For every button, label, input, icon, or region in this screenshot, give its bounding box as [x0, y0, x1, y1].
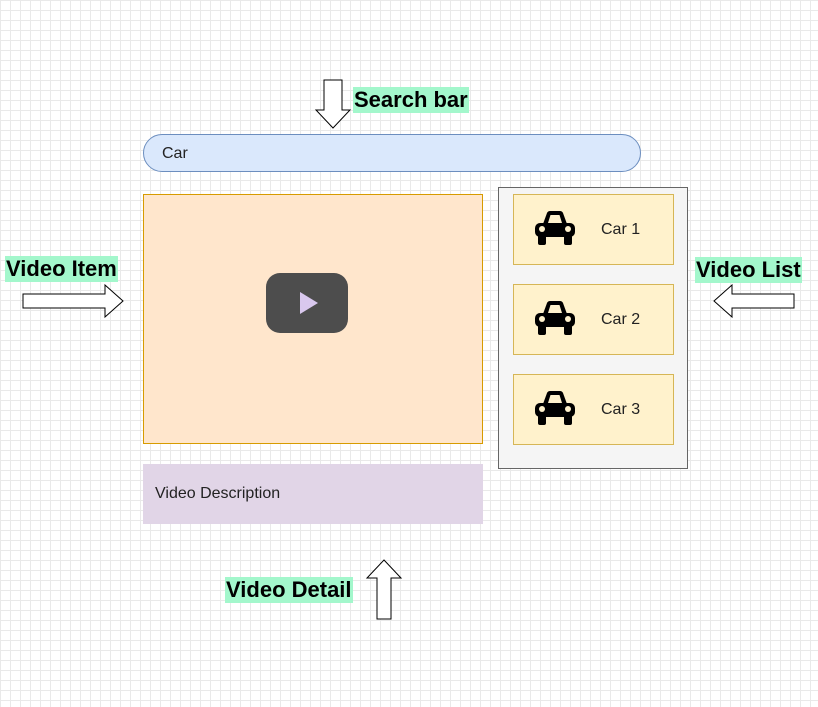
car-icon: [535, 391, 575, 425]
list-item-label: Car 2: [601, 311, 641, 328]
arrow-up-icon: [365, 559, 403, 620]
search-input-value: Car: [162, 145, 188, 162]
video-list: Car 1 Car 2 Car 3: [498, 187, 688, 469]
list-item[interactable]: Car 1: [513, 194, 674, 265]
callout-video-detail: Video Detail: [225, 577, 353, 603]
callout-search-bar: Search bar: [353, 87, 469, 113]
callout-video-list: Video List: [695, 257, 802, 283]
car-icon: [535, 211, 575, 245]
car-icon: [535, 301, 575, 335]
list-item[interactable]: Car 2: [513, 284, 674, 355]
arrow-left-icon: [713, 283, 795, 319]
list-item-label: Car 1: [601, 221, 641, 238]
callout-video-item: Video Item: [5, 256, 118, 282]
list-item[interactable]: Car 3: [513, 374, 674, 445]
arrow-right-icon: [22, 283, 124, 319]
play-icon: [300, 292, 318, 314]
search-bar[interactable]: Car: [143, 134, 641, 172]
arrow-down-icon: [314, 79, 352, 129]
video-player[interactable]: [143, 194, 483, 444]
list-item-label: Car 3: [601, 401, 641, 418]
video-description-text: Video Description: [155, 485, 281, 502]
play-button[interactable]: [266, 273, 348, 333]
video-description: Video Description: [143, 464, 483, 524]
